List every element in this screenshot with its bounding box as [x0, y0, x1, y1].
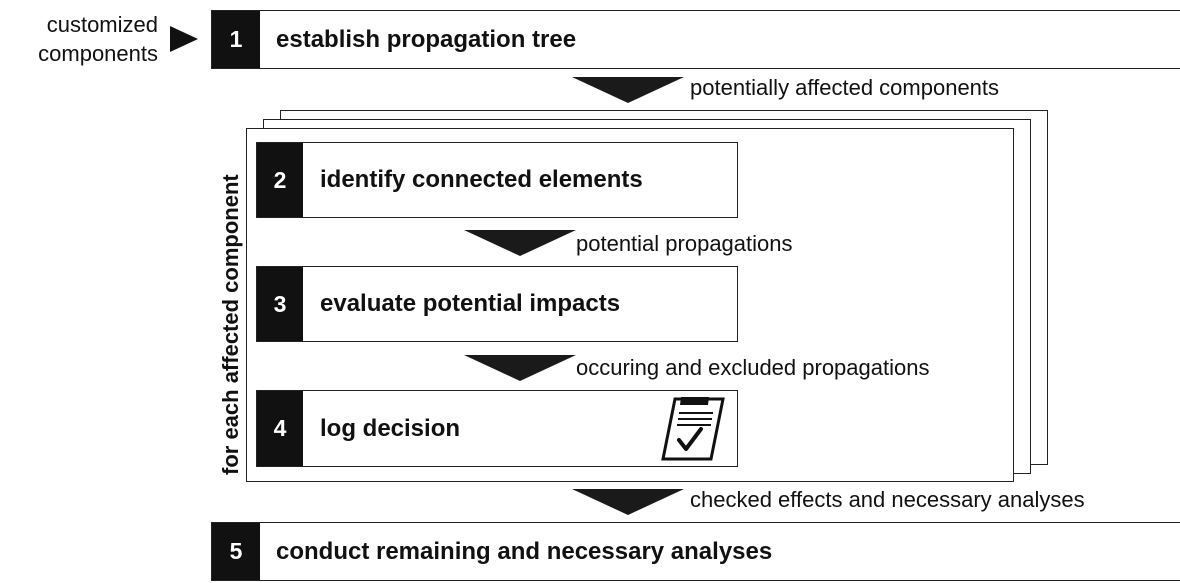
triangle-right-icon	[170, 26, 198, 52]
flow-arrow-4-icon	[572, 489, 684, 515]
step-4-number: 4	[257, 391, 303, 466]
flow-label-3: occuring and excluded propagations	[576, 355, 930, 380]
step-5-label: conduct remaining and necessary analyses	[276, 537, 773, 565]
input-label: customized components	[0, 10, 158, 68]
flow-arrow-2-icon	[464, 230, 576, 256]
input-label-line2: components	[38, 41, 158, 66]
step-3-label: evaluate potential impacts	[320, 290, 621, 317]
step-2-box: 2 identify connected elements	[256, 142, 738, 218]
flow-label-2: potential propagations	[576, 231, 793, 256]
step-1-label: establish propagation tree	[276, 25, 577, 53]
step-5-number: 5	[212, 523, 260, 580]
loop-label: for each affected component	[218, 174, 243, 475]
input-label-line1: customized	[46, 12, 158, 37]
clipboard-check-icon	[661, 397, 725, 461]
step-1-box: 1 establish propagation tree	[211, 10, 1180, 69]
step-3-number: 3	[257, 267, 303, 341]
step-4-label: log decision	[320, 414, 461, 442]
step-2-label: identify connected elements	[320, 166, 643, 193]
flow-arrow-1-icon	[572, 77, 684, 103]
step-2-number: 2	[257, 143, 303, 217]
flow-label-1: potentially affected components	[690, 75, 1000, 100]
step-5-box: 5 conduct remaining and necessary analys…	[211, 522, 1180, 581]
flow-arrow-3-icon	[464, 355, 576, 381]
flow-label-4: checked effects and necessary analyses	[690, 487, 1085, 512]
step-4-box: 4 log decision	[256, 390, 738, 467]
step-1-number: 1	[212, 11, 260, 68]
step-3-box: 3 evaluate potential impacts	[256, 266, 738, 342]
